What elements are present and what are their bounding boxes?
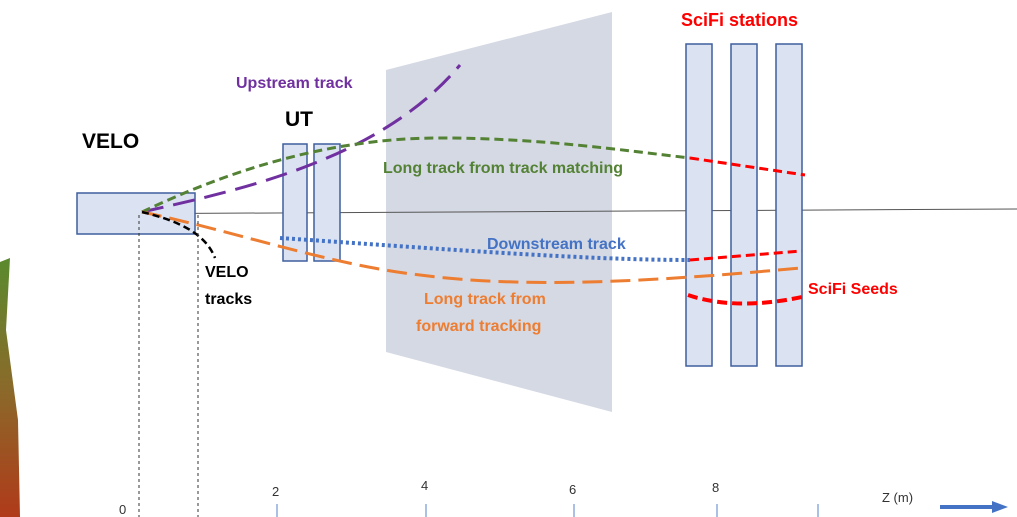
z-axis-label: Z (m) — [882, 490, 913, 505]
ut-layer — [282, 143, 308, 262]
z-direction-arrow-icon — [940, 501, 1008, 513]
scifi-seeds-track — [687, 293, 803, 306]
axis-tick-label: 2 — [272, 484, 279, 499]
beam-line — [77, 208, 1017, 215]
scifi-station — [685, 43, 713, 367]
axis-tick-label: 4 — [421, 478, 428, 493]
scifi-segment-downstream — [689, 249, 803, 262]
scifi-segment-matching — [689, 156, 806, 177]
axis-tick-label: 6 — [569, 482, 576, 497]
axis-tick-label: 8 — [712, 480, 719, 495]
scifi-stations-label: SciFi stations — [681, 10, 798, 30]
scifi-station — [775, 43, 803, 367]
ut-label: UT — [285, 108, 313, 131]
upstream-track — [141, 64, 462, 214]
velo-tracks-label-line2: tracks — [205, 291, 252, 308]
long-track-matching-label: Long track from track matching — [383, 160, 623, 177]
velo-tracks-label-line1: VELO — [205, 264, 249, 281]
velo-label: VELO — [82, 130, 139, 153]
downstream-track — [279, 236, 691, 262]
scifi-station — [730, 43, 758, 367]
long-track-forward — [141, 210, 801, 284]
downstream-track-label: Downstream track — [487, 236, 626, 253]
upstream-track-label: Upstream track — [236, 75, 353, 92]
velo-track-line — [141, 210, 217, 259]
axis-tick-label: 0 — [119, 502, 126, 517]
velo-detector — [76, 192, 196, 235]
long-track-matching — [141, 136, 691, 214]
long-track-forward-label-line1: Long track from — [424, 291, 546, 308]
long-track-forward-label-line2: forward tracking — [416, 318, 541, 335]
scifi-seeds-label: SciFi Seeds — [808, 281, 898, 298]
left-edge-decoration — [0, 258, 20, 517]
